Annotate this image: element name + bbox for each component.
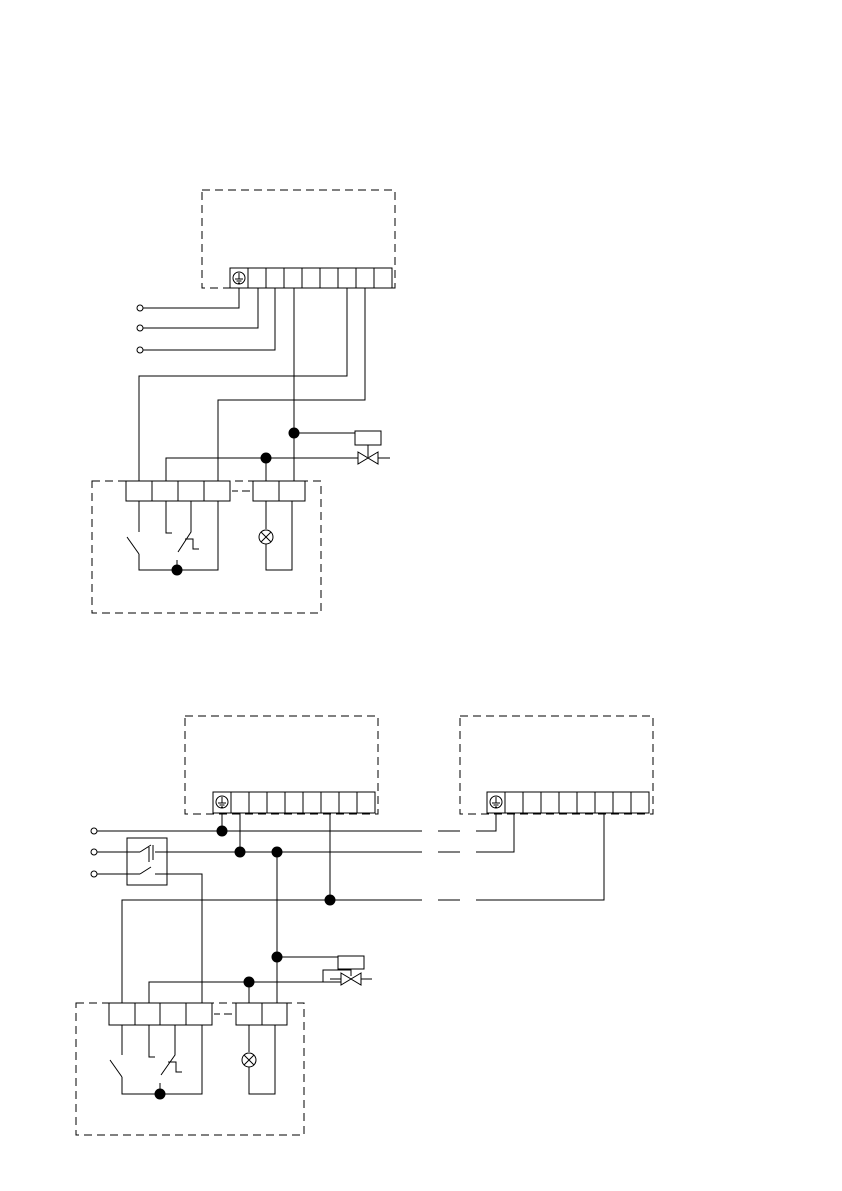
junction-dot xyxy=(289,428,299,438)
upper-supply-inputs xyxy=(137,288,275,353)
upper-wire xyxy=(218,288,365,481)
lower-diagram xyxy=(76,716,653,1135)
junction-dot xyxy=(217,826,227,836)
lower-control-terminal-strip xyxy=(109,1003,287,1025)
upper-wire xyxy=(139,288,347,481)
valve-coil-icon xyxy=(355,431,381,445)
switch-icon xyxy=(127,501,218,570)
upper-unit-terminal-strip xyxy=(230,268,392,288)
lower-continuation-wires xyxy=(400,831,478,900)
junction-dot xyxy=(172,565,182,575)
junction-dot xyxy=(155,1089,165,1099)
junction-dot xyxy=(244,977,254,987)
lower-wire xyxy=(167,874,202,1003)
switch-icon xyxy=(110,1025,202,1094)
solenoid-valve-icon xyxy=(347,445,390,464)
lower-unit-1-terminal-strip xyxy=(213,792,375,813)
junction-dot xyxy=(235,847,245,857)
lower-unit-2-terminal-strip xyxy=(487,792,649,813)
junction-dot xyxy=(272,847,282,857)
lower-wire xyxy=(122,900,400,1003)
lower-wire xyxy=(478,813,496,831)
valve-coil-icon xyxy=(338,956,364,969)
upper-diagram xyxy=(92,190,395,613)
lamp-icon xyxy=(242,1025,275,1094)
junction-dot xyxy=(325,895,335,905)
junction-dot xyxy=(272,952,282,962)
change-over-contact-icon xyxy=(177,501,199,570)
junction-dot xyxy=(261,453,271,463)
two-pole-isolator-icon xyxy=(127,838,167,885)
solenoid-valve-icon xyxy=(323,969,372,985)
lamp-icon xyxy=(259,501,292,570)
lower-wire xyxy=(478,813,604,900)
upper-control-terminal-strip xyxy=(126,481,305,501)
change-over-contact-icon xyxy=(160,1025,182,1094)
